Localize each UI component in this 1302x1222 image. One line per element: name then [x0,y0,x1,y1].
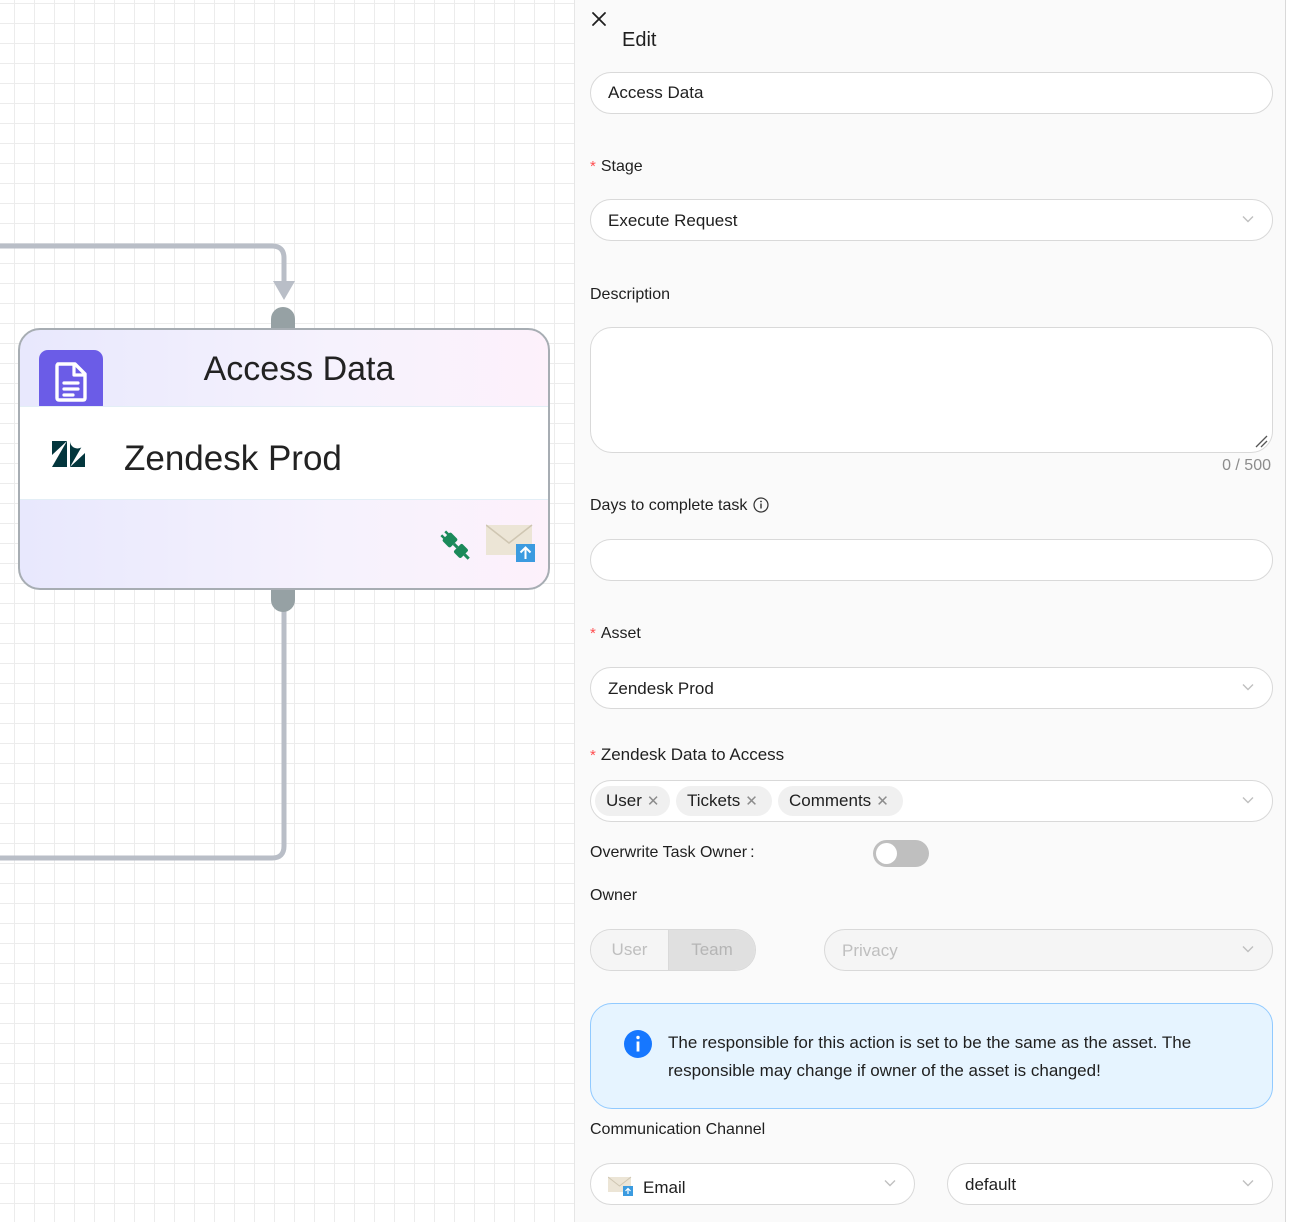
chevron-down-icon [1242,684,1254,691]
stage-label-text: Stage [600,158,643,175]
owner-seg-user[interactable]: User [591,930,669,970]
chevron-down-icon [1242,946,1254,953]
handle-top [271,307,295,329]
close-icon[interactable] [590,10,608,28]
tag-label: Comments [789,791,872,810]
days-label: Days to complete task [590,497,770,515]
name-input[interactable] [590,72,1273,114]
asset-label-text: Asset [600,625,641,642]
chevron-down-icon [1242,797,1254,804]
workflow-node-access-data[interactable]: Access Data Zendesk Prod [18,328,550,590]
template-select[interactable]: default [947,1163,1273,1205]
panel-title: Edit [622,29,657,51]
owner-label: Owner [590,887,638,904]
edge-in [0,243,287,282]
tag-tickets: Tickets✕ [676,786,772,816]
channel-select[interactable]: Email [590,1163,915,1205]
edit-panel: Edit *Stage Execute Request Description … [574,0,1286,1222]
channel-label: Communication Channel [590,1121,766,1138]
node-title: Access Data [203,350,395,388]
tag-user: User✕ [595,786,670,816]
name-input-field[interactable] [608,73,1248,113]
chevron-down-icon [884,1180,896,1187]
edge-arrow [273,281,295,300]
asset-select[interactable]: Zendesk Prod [590,667,1273,709]
stage-value: Execute Request [608,211,738,230]
stage-select[interactable]: Execute Request [590,199,1273,241]
mail-upload-icon [486,524,535,562]
chevron-down-icon [1242,216,1254,223]
overwrite-label: Overwrite Task Owner: [590,844,755,862]
tag-label: User [606,791,642,810]
edge-lines [0,243,295,861]
info-alert: The responsible for this action is set t… [590,1003,1273,1109]
asset-label: *Asset [590,625,641,642]
channel-value-wrap: Email [608,1175,686,1198]
node-footer [20,500,548,588]
data-access-label-text: Zendesk Data to Access [600,745,785,764]
handle-bottom [271,590,295,612]
mail-upload-icon [608,1176,633,1196]
zendesk-logo-icon [52,441,85,467]
alert-text: The responsible for this action is set t… [668,1033,1192,1080]
tag-comments: Comments✕ [778,786,903,816]
days-input[interactable] [590,539,1273,581]
resize-grip-icon[interactable] [1253,433,1269,449]
description-counter: 0 / 500 [1222,457,1271,474]
data-access-label: *Zendesk Data to Access [590,745,785,764]
node-asset-row: Zendesk Prod [20,406,548,500]
stage-label: *Stage [590,158,643,175]
asset-value: Zendesk Prod [608,679,714,698]
edge-out [0,600,287,861]
team-select[interactable]: Privacy [824,929,1273,971]
overwrite-colon: : [750,844,755,861]
plug-icon [440,530,470,560]
workflow-canvas[interactable]: Access Data Zendesk Prod [0,0,574,1222]
overwrite-toggle[interactable] [873,840,929,867]
description-textarea[interactable] [590,327,1273,453]
tag-close-icon[interactable]: ✕ [745,793,758,810]
tag-close-icon[interactable]: ✕ [876,793,889,810]
chevron-down-icon [1242,1180,1254,1187]
toggle-knob [876,843,897,864]
days-input-field[interactable] [608,540,1248,580]
overwrite-label-text: Overwrite Task Owner [590,844,748,861]
channel-value: Email [643,1178,686,1197]
data-access-multiselect[interactable]: User✕ Tickets✕ Comments✕ [590,780,1273,822]
node-asset-name: Zendesk Prod [124,439,342,478]
info-icon [624,1030,652,1058]
document-icon [39,350,103,414]
template-value: default [965,1175,1017,1194]
owner-seg-team[interactable]: Team [669,930,755,970]
owner-segmented-control[interactable]: User Team [590,929,756,971]
info-circle-icon[interactable] [753,497,770,513]
team-value: Privacy [842,941,898,960]
node-header: Access Data [20,330,548,414]
tag-label: Tickets [687,791,741,810]
description-label: Description [590,286,671,303]
days-label-text: Days to complete task [590,497,748,514]
tag-close-icon[interactable]: ✕ [646,793,660,810]
